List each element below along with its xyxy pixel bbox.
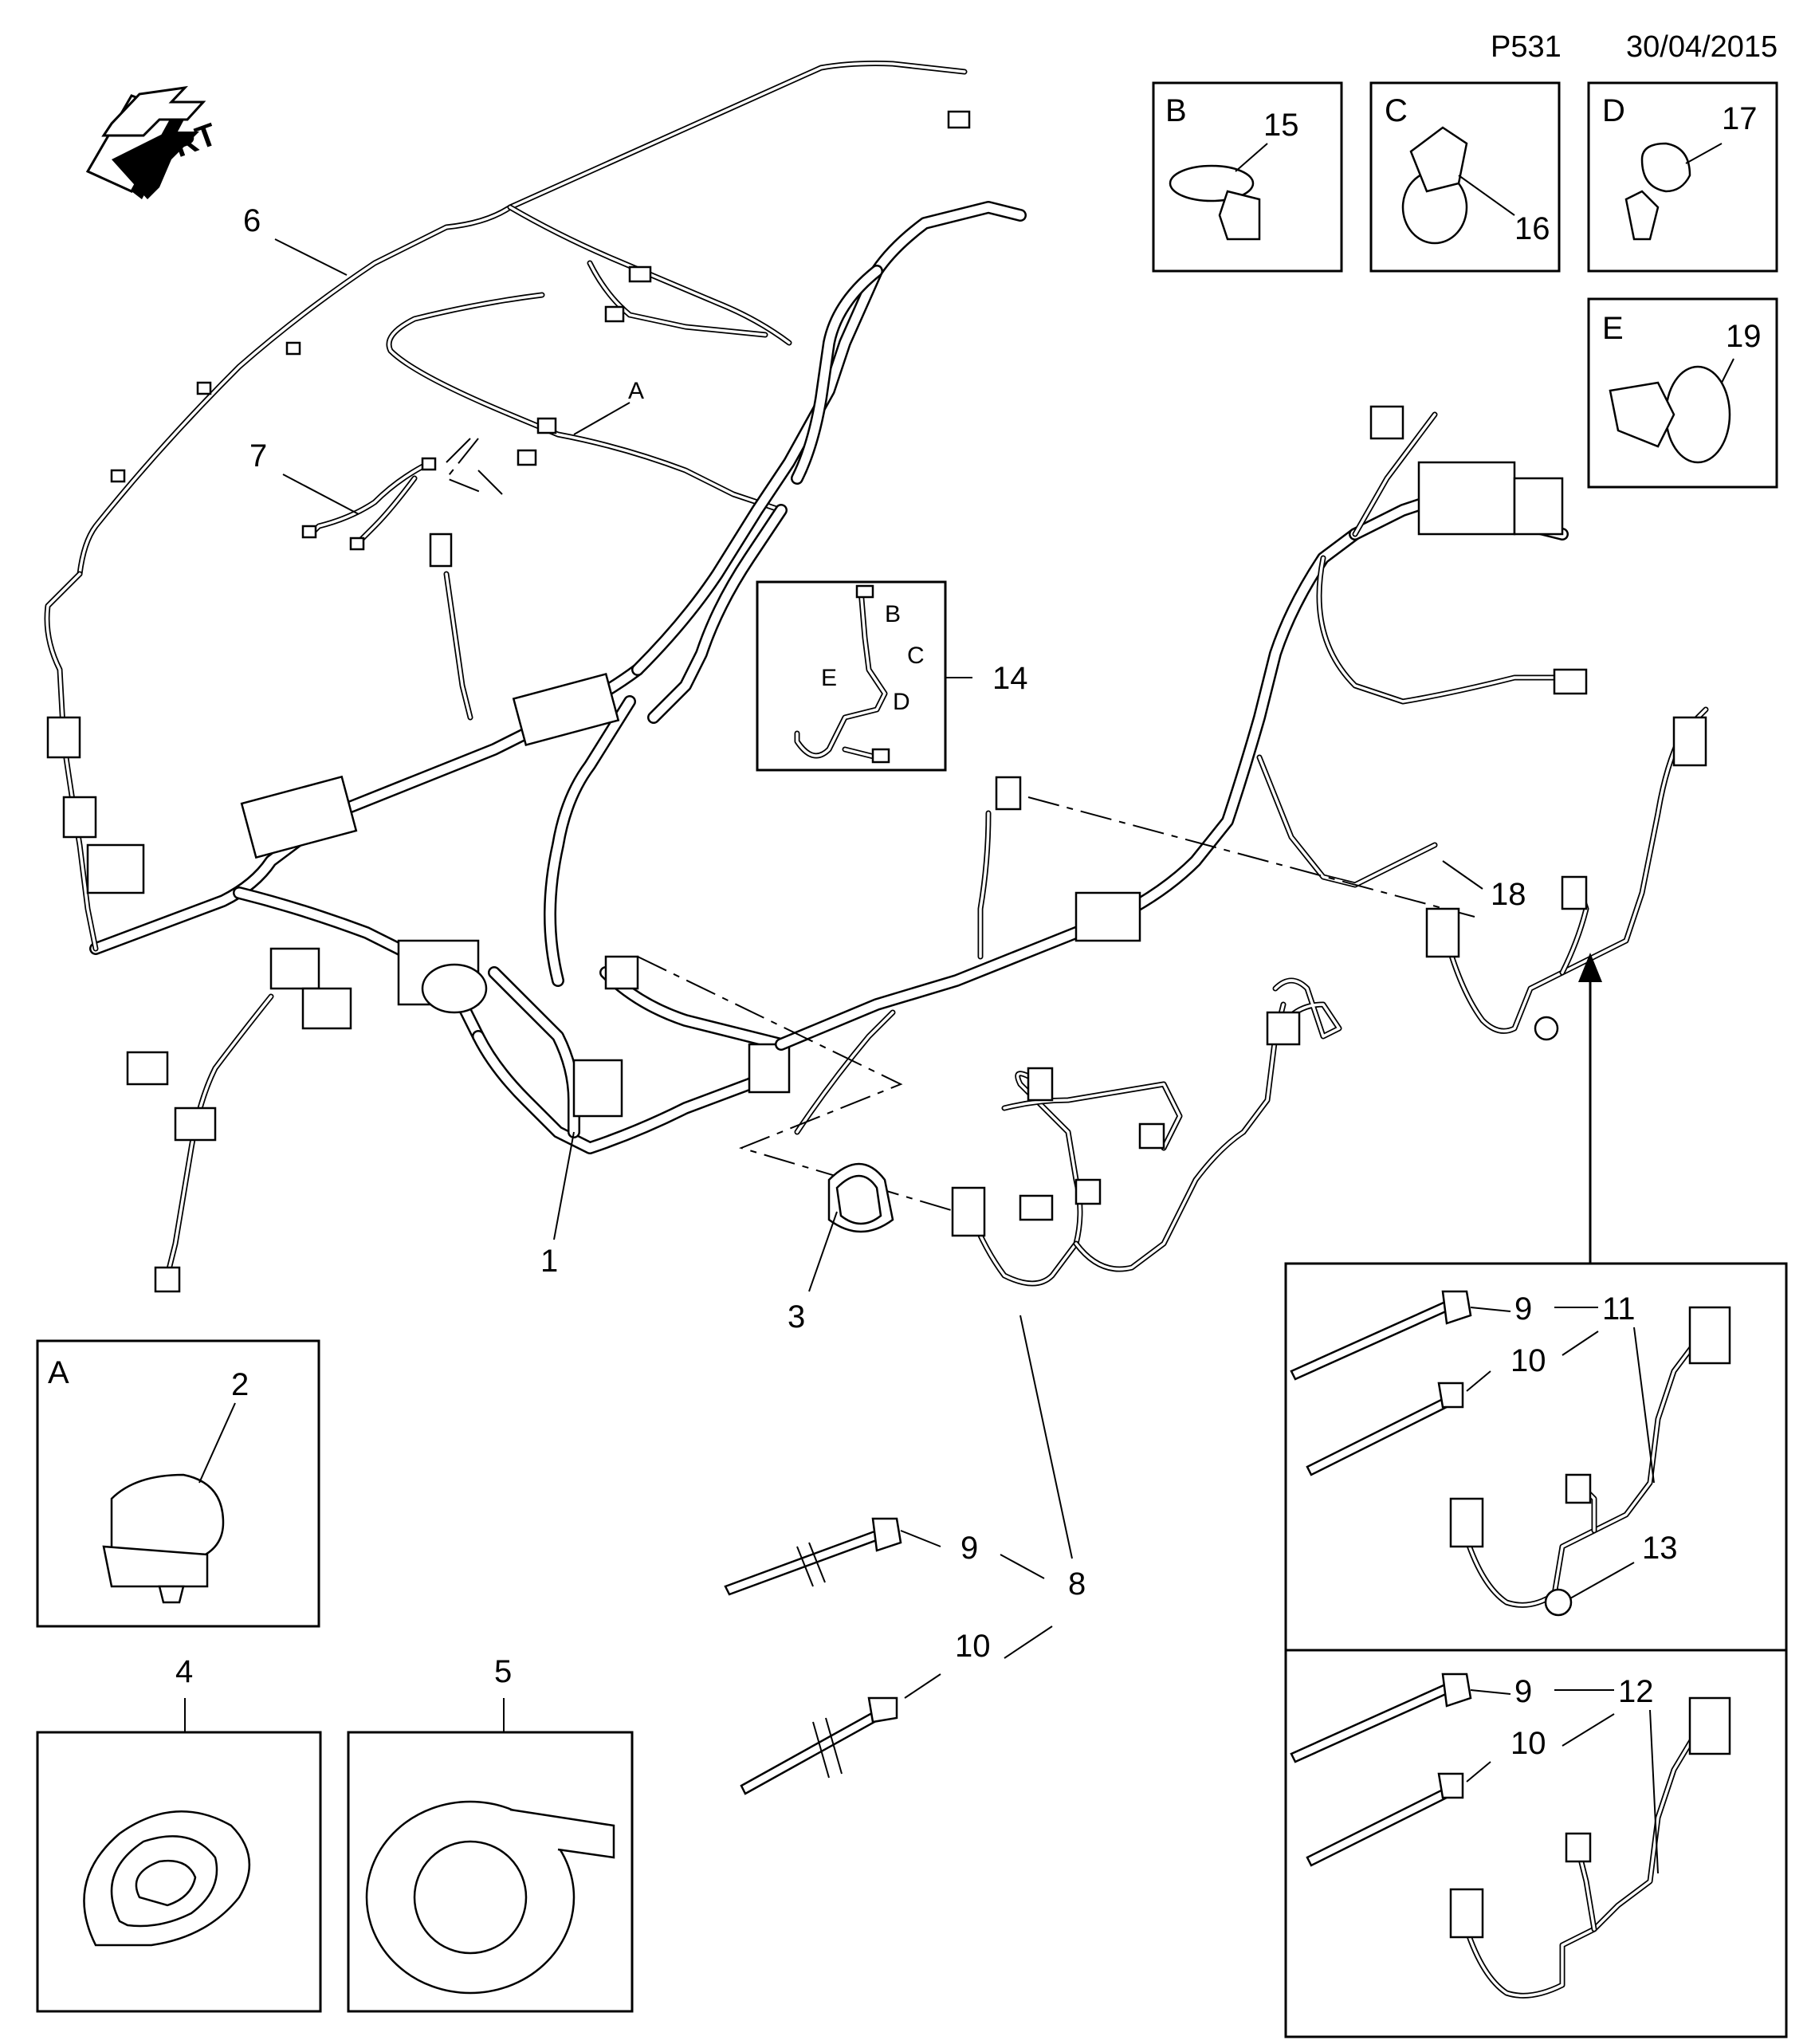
callout-3: 3: [788, 1299, 805, 1334]
harness-7: [301, 438, 503, 551]
callout-10: 10: [955, 1629, 991, 1664]
variant-box-12: 9 10 12: [1284, 1649, 1788, 2038]
part-5-label: 5: [494, 1654, 512, 1689]
detail-box-4: 4: [36, 1654, 322, 2013]
callout-8: 8: [1068, 1566, 1086, 1602]
v11-label-13: 13: [1642, 1531, 1678, 1566]
diagram-date: 30/04/2015: [1626, 30, 1778, 64]
detail-c-letter: C: [1385, 93, 1408, 128]
front-direction-arrow-icon: FRT: [85, 85, 221, 199]
callout-letter-a: A: [628, 378, 644, 404]
detail-box-5: 5: [347, 1654, 634, 2013]
detail-box-c: C 16: [1369, 81, 1561, 273]
detail-a-part: 2: [231, 1367, 249, 1402]
assembly-dashed-lines: [445, 438, 1475, 1213]
inset-14-label-e: E: [821, 665, 837, 691]
cable-tie-group-main: [724, 1517, 1053, 1795]
inset-14: B C D E: [756, 580, 972, 772]
instrument-panel-harness: [46, 201, 1027, 1293]
page-code: P531: [1491, 30, 1562, 64]
detail-box-d: D 17: [1587, 81, 1778, 273]
callout-18: 18: [1491, 877, 1526, 912]
inset-14-label-d: D: [893, 689, 910, 715]
callout-14: 14: [992, 661, 1028, 696]
door-harness-8: [951, 977, 1342, 1287]
detail-e-part: 19: [1726, 319, 1762, 354]
variant-box-11: 9 10 11 13: [1284, 1262, 1788, 1652]
rear-door-harness-18: [1425, 706, 1709, 1041]
detail-box-a: A 2: [36, 1339, 320, 1628]
detail-e-letter: E: [1602, 311, 1624, 346]
callout-7: 7: [249, 438, 267, 474]
part-4-label: 4: [175, 1654, 193, 1689]
detail-b-letter: B: [1165, 93, 1187, 128]
inset-14-label-b: B: [885, 601, 901, 627]
detail-d-letter: D: [1602, 93, 1625, 128]
callout-9: 9: [960, 1531, 978, 1566]
v11-label-11: 11: [1602, 1291, 1636, 1327]
roof-harness: [44, 61, 971, 745]
v12-label-10: 10: [1510, 1726, 1546, 1761]
v12-label-9: 9: [1514, 1674, 1532, 1709]
detail-d-part: 17: [1722, 101, 1758, 136]
v11-label-9: 9: [1514, 1291, 1532, 1327]
detail-b-part: 15: [1263, 108, 1299, 143]
detail-box-b: B 15: [1152, 81, 1343, 273]
inset-14-label-c: C: [907, 643, 925, 669]
v12-label-12: 12: [1618, 1674, 1654, 1709]
detail-c-part: 16: [1514, 211, 1550, 246]
grommet-3: [827, 1162, 894, 1233]
v11-label-10: 10: [1510, 1343, 1546, 1378]
variant-arrow: [1578, 953, 1602, 1264]
main-callouts: 1 3 6 7 8 9 10 14 18 A: [243, 203, 1526, 1664]
detail-box-e: E 19: [1587, 297, 1778, 489]
roof-front-harness: [386, 260, 784, 513]
detail-a-letter: A: [48, 1355, 69, 1390]
callout-6: 6: [243, 203, 261, 238]
callout-1: 1: [540, 1244, 558, 1279]
